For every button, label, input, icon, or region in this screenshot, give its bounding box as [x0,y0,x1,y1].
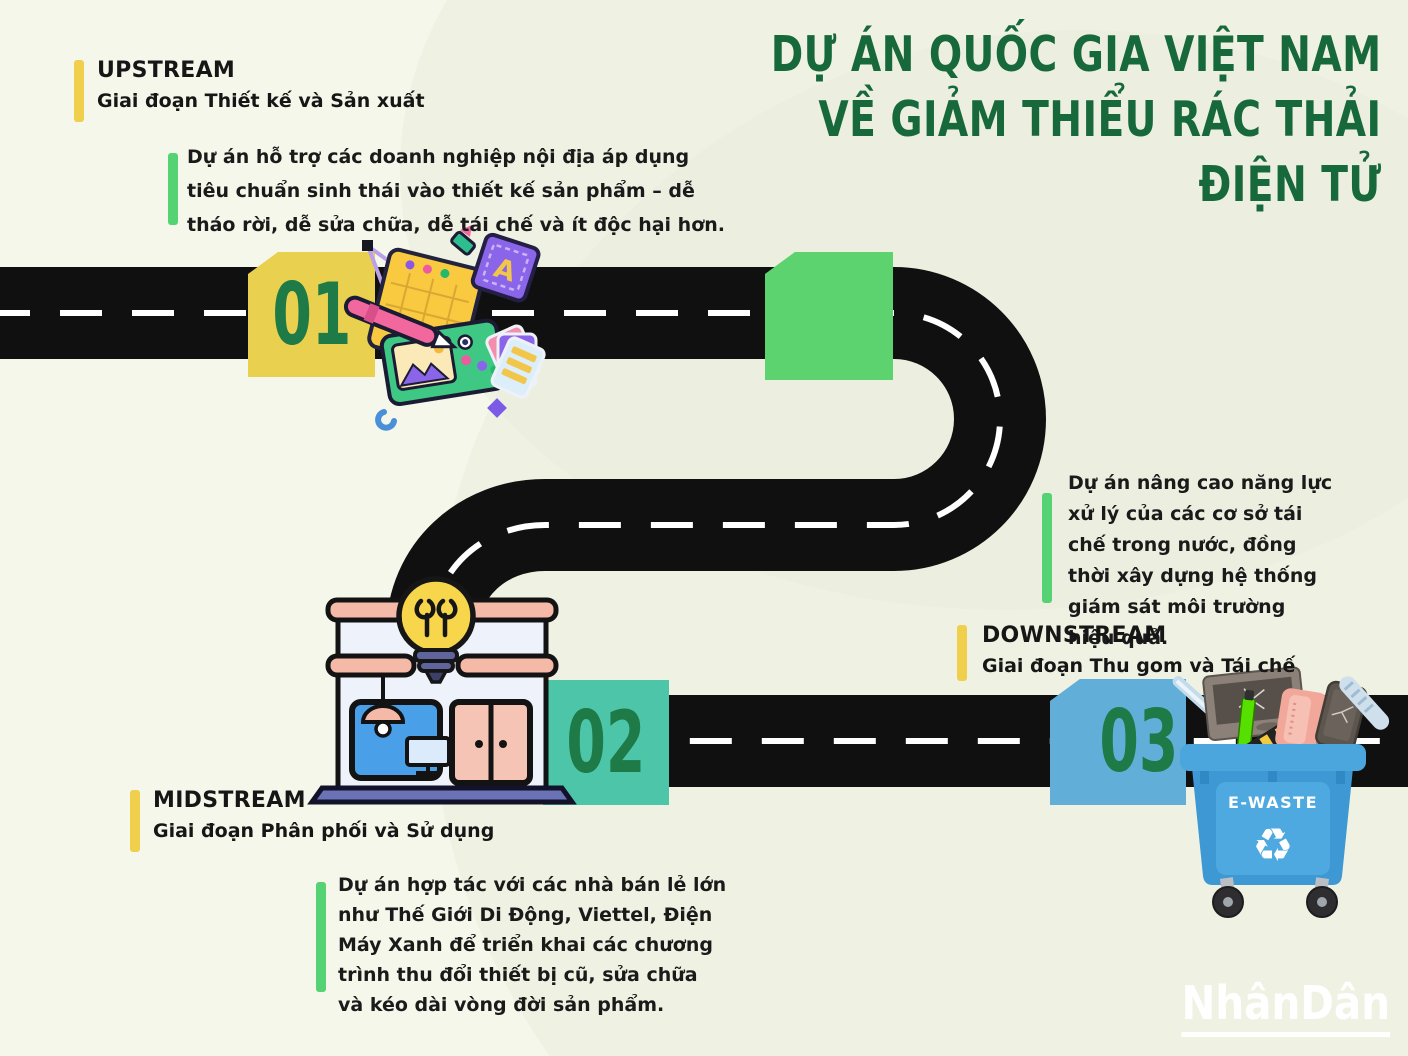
design-illustration: A [343,225,546,431]
stage-square-green [765,252,893,380]
sign-stand [416,765,440,775]
bin-lid [1180,744,1366,771]
midstream-label: MIDSTREAM [153,788,306,813]
upstream-label: UPSTREAM [97,58,236,83]
upstream-subtitle: Giai đoạn Thiết kế và Sản xuất [97,90,425,112]
confetti-triangle-icon [460,225,472,237]
eraser-icon [450,230,476,256]
bin-clip [1268,771,1277,784]
lamp-bulb [374,720,392,738]
page-title: DỰ ÁN QUỐC GIA VIỆT NAM VỀ GIẢM THIỂU RÁ… [771,22,1382,217]
bin-front-panel [1216,782,1330,875]
window-sign [405,736,451,767]
lamp-shade [360,704,406,724]
confetti-diamond-icon [487,398,507,418]
midstream-accent-bar [130,790,140,852]
curling-wand-icon [1339,676,1390,730]
bin-clip [1336,771,1345,784]
bin-label: E-WASTE [1228,793,1318,812]
nhandan-logo: NhânDân [1181,978,1390,1037]
stage-number-02: 02 [566,692,646,793]
lightbulb-icon [396,576,476,684]
title-line-1: DỰ ÁN QUỐC GIA VIỆT NAM [771,26,1382,83]
store-base [307,785,577,805]
confetti-comma-icon [375,409,397,431]
bin-wheel-right [1306,877,1338,918]
upstream-description: Dự án hỗ trợ các doanh nghiệp nội địa áp… [187,146,725,236]
nhandan-logo-text: NhânDân [1181,976,1390,1030]
midstream-description: Dự án hợp tác với các nhà bán lẻ lớn như… [338,874,727,1016]
stage-square-02: 02 [543,680,669,805]
upstream-accent-bar [74,60,84,122]
bin-wheel-left [1212,877,1244,918]
downstream-subtitle: Giai đoạn Thu gom và Tái chế [982,655,1296,677]
recycle-icon: ♻ [1252,818,1293,872]
store-awning-mid-left [325,653,417,678]
upstream-desc-bar [168,153,178,225]
stage-number-03: 03 [1099,692,1179,792]
nhandan-logo-rule [1181,1031,1390,1037]
stage-square-03: 03 [1050,679,1186,805]
ewaste-bin-icon: E-WASTE ♻ [1172,666,1390,918]
letter-tile-icon: A [470,232,541,303]
title-line-3: ĐIỆN TỬ [1199,156,1382,213]
downstream-label: DOWNSTREAM [982,623,1167,648]
downstream-accent-bar [957,625,967,681]
swatch-fan-icon [485,324,546,399]
door-handle-right [499,740,507,748]
stage-square-01: 01 [248,252,375,377]
bin-clip [1200,771,1209,784]
downstream-description: Dự án nâng cao năng lực xử lý của các cơ… [1068,472,1333,649]
stage-number-01: 01 [272,264,351,365]
midstream-subtitle: Giai đoạn Phân phối và Sử dụng [153,820,495,842]
pen-icon [343,295,458,349]
downstream-desc-bar [1042,493,1052,603]
store-awning-mid-right [455,653,559,678]
marker-icon [1236,689,1256,750]
title-line-2: VỀ GIẢM THIỂU RÁC THẢI [818,91,1382,148]
store-icon [307,576,577,805]
midstream-desc-bar [316,882,326,992]
door-handle-left [475,740,483,748]
